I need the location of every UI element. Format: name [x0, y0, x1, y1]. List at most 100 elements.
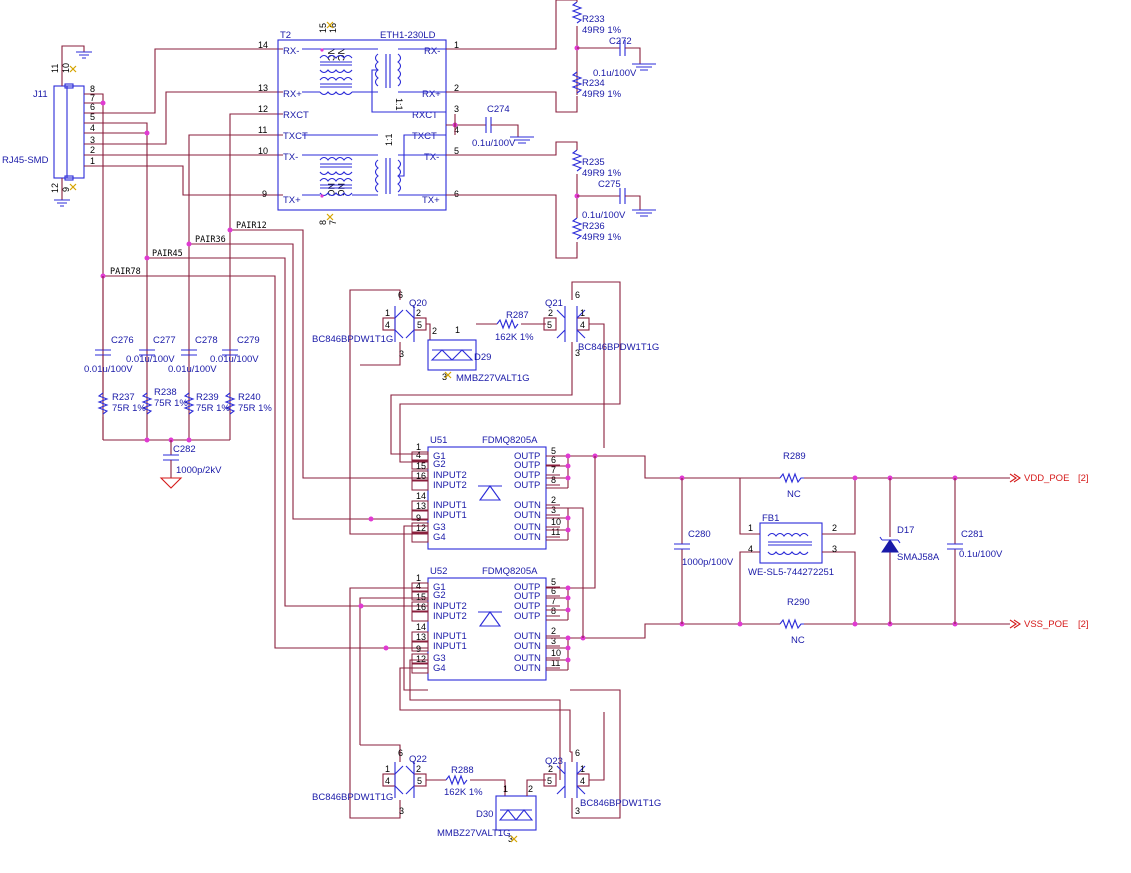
c279-ref: C279 [237, 335, 260, 346]
u52-pin-number: 2 [551, 626, 556, 636]
connector-j11: J11 RJ45-SMD 8 7 6 5 4 3 2 1 11 10 12 9 [2, 45, 95, 207]
r236-value: 49R9 1% [582, 232, 622, 243]
u51-pin-label: OUTN [514, 510, 541, 521]
d17-value: SMAJ58A [897, 552, 940, 563]
t2-left-label: TX+ [283, 195, 301, 206]
c272-value: 0.1u/100V [593, 68, 637, 79]
gate-driver-top: 6 2 1 4 5 3 Q20 BC846BPDW1T1G 2 1 3 D29 … [312, 281, 659, 535]
r239-value: 75R 1% [196, 403, 230, 414]
u51-pin-number: 1 [416, 442, 421, 452]
u51-pin-label: G3 [433, 522, 446, 533]
r239-ref: R239 [196, 392, 219, 403]
j11-pin: 1 [90, 156, 95, 166]
u52-pin-list: 1G14G215INPUT216INPUT214INPUT113INPUT19G… [411, 573, 561, 674]
c281-value: 0.1u/100V [959, 549, 1003, 560]
r234-value: 49R9 1% [582, 89, 622, 100]
t2-bottom-pin: 7 [328, 220, 338, 225]
u52-value: FDMQ8205A [482, 566, 538, 577]
t2-right-pin: 5 [454, 146, 459, 156]
t2-left-label: RX+ [283, 89, 302, 100]
j11-pin: 5 [90, 112, 95, 122]
port-vdd-poe: VDD_POE [1024, 473, 1069, 484]
u51-pin-label: OUTP [514, 480, 540, 491]
r238-ref: R238 [154, 387, 177, 398]
u52-pin-number: 11 [551, 658, 560, 668]
net-label-pair45: PAIR45 [152, 249, 183, 259]
q21-value: BC846BPDW1T1G [578, 342, 659, 353]
u52-pin-label: OUTP [514, 582, 540, 593]
r288-value: 162K 1% [444, 787, 483, 798]
u52-pin-label: INPUT2 [433, 611, 467, 622]
t2-right-pin: 4 [454, 125, 459, 135]
c280-value: 1000p/100V [682, 557, 734, 568]
u51-pin-label: G4 [433, 532, 446, 543]
c278-value: 0.01u/100V [168, 364, 217, 375]
u52-pin-label: OUTN [514, 653, 541, 664]
q22-pin: 5 [417, 776, 422, 786]
q20-pin: 5 [417, 320, 422, 330]
u51-pin-number: 8 [551, 475, 556, 485]
bridge-wiring [349, 453, 780, 819]
d30-pin: 2 [528, 784, 533, 794]
u52-pin-number: 5 [551, 577, 556, 587]
u51-pin-list: 1G14G215INPUT216INPUT214INPUT113INPUT19G… [411, 442, 561, 543]
t2-left-label: TX- [283, 152, 298, 163]
ic-u51: U51 FDMQ8205A [427, 435, 547, 627]
t2-right-pin: 2 [454, 83, 459, 93]
u51-pin-label: INPUT2 [433, 470, 467, 481]
q22-pin: 2 [416, 764, 421, 774]
q21-pin: 2 [548, 308, 553, 318]
ic-u52: U52 FDMQ8205A [427, 566, 547, 681]
u51-pin-label: INPUT1 [433, 500, 467, 511]
u51-pin-number: 15 [416, 461, 426, 471]
fb1-value: WE-SL5-744272251 [748, 567, 834, 578]
u52-pin-number: 7 [551, 596, 556, 606]
u52-pin-label: OUTN [514, 631, 541, 642]
q21-pin: 4 [580, 320, 585, 330]
c277-value: 0.01u/100V [126, 354, 175, 365]
u52-pin-number: 13 [416, 632, 426, 642]
d17-ref: D17 [897, 525, 914, 536]
u51-pin-number: 10 [551, 517, 561, 527]
u51-pin-label: G1 [433, 451, 446, 462]
j11-pin: 7 [90, 93, 95, 103]
c282-ref: C282 [173, 444, 196, 455]
u52-pin-number: 12 [416, 654, 426, 664]
q21-pin: 5 [547, 320, 552, 330]
r235-value: 49R9 1% [582, 168, 622, 179]
q20-pin: 4 [385, 320, 390, 330]
fb1-pin: 1 [748, 523, 753, 533]
j11-wiring: PAIR12 PAIR36 PAIR45 PAIR78 [84, 48, 428, 649]
r240-value: 75R 1% [238, 403, 272, 414]
u51-pin-number: 4 [416, 450, 421, 460]
q20-pin: 2 [416, 308, 421, 318]
q20-value: BC846BPDW1T1G [312, 334, 393, 345]
port-vss-poe: VSS_POE [1024, 619, 1068, 630]
u51-pin-label: OUTP [514, 451, 540, 462]
t2-nc-label: NC [336, 48, 346, 61]
u51-pin-label: INPUT2 [433, 480, 467, 491]
j11-ref: J11 [33, 89, 48, 100]
r238-value: 75R 1% [154, 398, 188, 409]
t2-left-label: RX- [283, 46, 299, 57]
q23-pin: 6 [575, 748, 580, 758]
fb1-ref: FB1 [762, 513, 779, 524]
q23-ref: Q23 [545, 756, 563, 767]
u51-pin-number: 14 [416, 491, 426, 501]
t2-right-label: TXCT [412, 131, 437, 142]
u52-pin-number: 9 [416, 644, 421, 654]
r287-ref: R287 [506, 310, 529, 321]
u52-pin-label: G4 [433, 663, 446, 674]
t2-nc-label: NC [326, 48, 336, 61]
